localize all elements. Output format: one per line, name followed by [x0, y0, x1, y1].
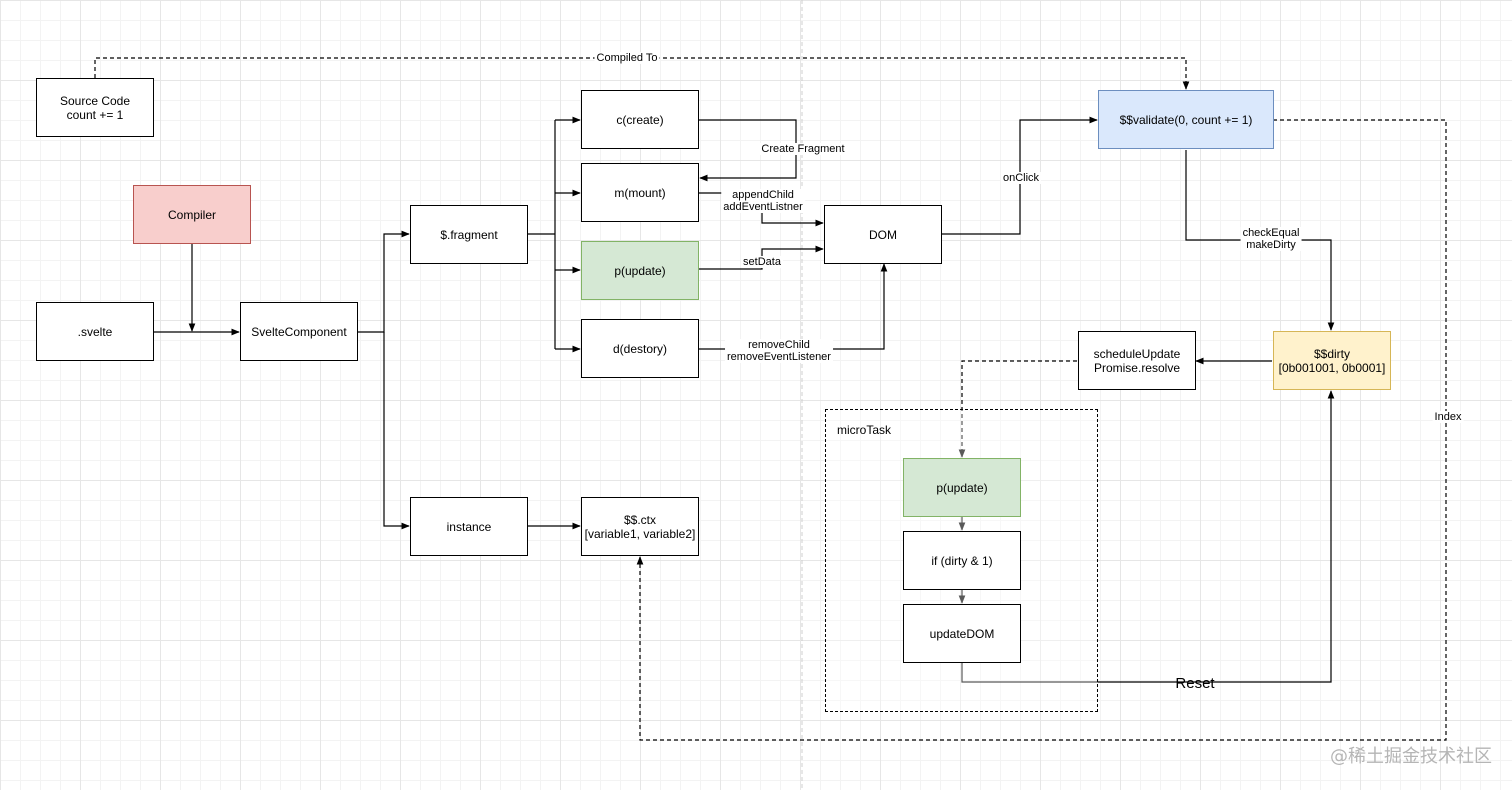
edge-schedule-to-microtask [958, 360, 1077, 458]
node-ctx[interactable]: $$.ctx [variable1, variable2] [581, 497, 699, 556]
label-index: Index [1432, 411, 1464, 423]
node-destroy[interactable]: d(destory) [581, 319, 699, 378]
node-mount[interactable]: m(mount) [581, 163, 699, 222]
node-dom[interactable]: DOM [824, 205, 942, 264]
node-create[interactable]: c(create) [581, 90, 699, 149]
node-svelte-component[interactable]: SvelteComponent [240, 302, 358, 361]
label-append-child: appendChild addEventListner [721, 189, 805, 213]
node-source-code[interactable]: Source Code count += 1 [36, 78, 154, 137]
watermark-text: @稀土掘金技术社区 [1330, 746, 1492, 767]
microtask-label: microTask [837, 423, 892, 437]
node-fragment[interactable]: $.fragment [410, 205, 528, 264]
node-instance[interactable]: instance [410, 497, 528, 556]
edge-reset [961, 390, 1335, 683]
edge-index [636, 119, 1447, 741]
label-reset: Reset [1175, 675, 1215, 692]
node-micro-update[interactable]: p(update) [903, 458, 1021, 517]
label-on-click: onClick [1000, 172, 1042, 184]
edge-component-to-fragment [358, 230, 410, 333]
edge-component-to-instance [383, 332, 410, 530]
label-set-data: setData [741, 256, 783, 268]
node-if-dirty[interactable]: if (dirty & 1) [903, 531, 1021, 590]
node-update[interactable]: p(update) [581, 241, 699, 300]
edge-fragment-to-create [554, 120, 580, 349]
node-schedule-update[interactable]: scheduleUpdate Promise.resolve [1078, 331, 1196, 390]
edge-compiled-to [94, 57, 1190, 90]
edge-remove-child [699, 263, 888, 350]
label-compiled-to: Compiled To [594, 52, 660, 64]
label-create-fragment: Create Fragment [759, 143, 847, 155]
node-validate[interactable]: $$validate(0, count += 1) [1098, 90, 1274, 149]
node-compiler[interactable]: Compiler [133, 185, 251, 244]
label-remove-child: removeChild removeEventListener [725, 339, 833, 363]
node-svelte-file[interactable]: .svelte [36, 302, 154, 361]
node-dirty[interactable]: $$dirty [0b001001, 0b0001] [1273, 331, 1391, 390]
label-check-equal: checkEqual makeDirty [1240, 227, 1302, 251]
node-update-dom[interactable]: updateDOM [903, 604, 1021, 663]
